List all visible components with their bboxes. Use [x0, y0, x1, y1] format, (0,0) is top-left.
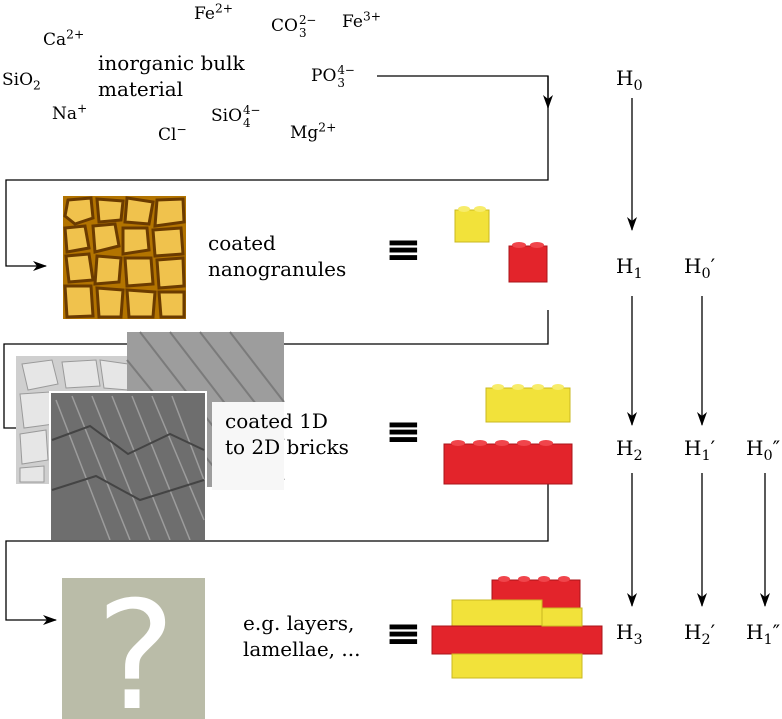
- hierarchy-h2: H2: [616, 436, 643, 464]
- hierarchy-h1: H1: [616, 254, 643, 282]
- lego-layer-mid-red: [431, 625, 603, 655]
- ion-na: Na+: [52, 101, 88, 124]
- hierarchy-h1-prime: H1′: [684, 436, 716, 464]
- hierarchy-h0-double-prime: H0″: [746, 436, 781, 464]
- lego-long-bricks: [443, 384, 573, 485]
- lego-brick-yellow-small: [454, 206, 490, 243]
- nanogranules-afm-image: [63, 196, 186, 319]
- hierarchy-h0: H0: [616, 66, 643, 94]
- ion-mg: Mg2+: [290, 120, 337, 143]
- hierarchy-h2-prime: H2′: [684, 620, 716, 648]
- lego-brick-red-small: [508, 242, 548, 283]
- ion-ca: Ca2+: [43, 27, 85, 50]
- hierarchy-h3: H3: [616, 620, 643, 648]
- flow-arrow-bricks-to-layers: [5, 478, 549, 625]
- ion-fe3: Fe3+: [342, 9, 381, 32]
- lego-brick-yellow-long: [485, 384, 571, 423]
- lego-brick-red-long: [443, 440, 573, 485]
- lego-layer-yellow-3: [451, 653, 583, 679]
- lego-single-bricks: [454, 206, 548, 283]
- ion-fe2: Fe2+: [194, 1, 233, 24]
- equiv-symbol-layers: ≡: [385, 608, 422, 659]
- hierarchy-h0-prime: H0′: [684, 254, 716, 282]
- equiv-symbol-granules: ≡: [385, 224, 422, 275]
- unknown-structure-placeholder: ?: [62, 578, 205, 719]
- flow-line-bulk-down: [5, 110, 549, 271]
- hierarchy-h1-double-prime: H1″: [746, 620, 781, 648]
- label-layers-lamellae: e.g. layers,lamellae, ...: [243, 611, 361, 661]
- question-mark-icon: ?: [96, 578, 176, 719]
- flow-arrow-bulk-to-granules: [377, 75, 549, 110]
- lego-layer-yellow-2: [541, 607, 583, 627]
- lego-layered-stack: [431, 576, 603, 679]
- ion-sio2: SiO2: [2, 70, 41, 93]
- bricks-sem-images: [16, 331, 285, 540]
- lego-layer-yellow-1: [451, 599, 543, 627]
- equiv-symbol-bricks: ≡: [385, 406, 422, 457]
- ion-cl: Cl−: [158, 122, 187, 145]
